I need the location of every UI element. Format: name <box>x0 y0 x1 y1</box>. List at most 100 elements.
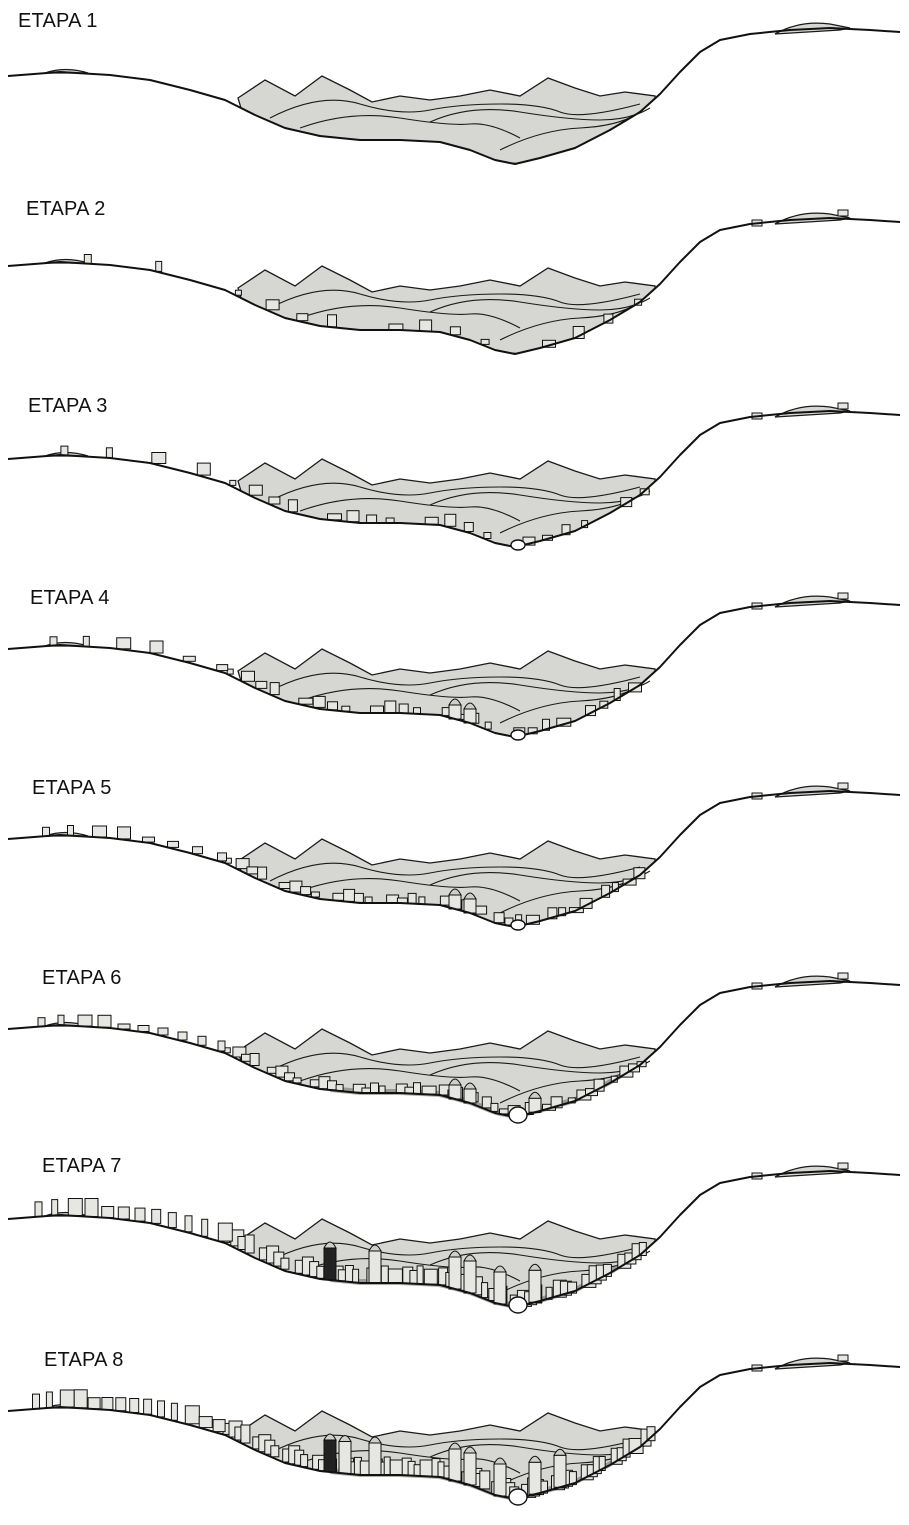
building <box>198 1036 206 1045</box>
building <box>347 511 359 522</box>
church <box>494 1272 506 1304</box>
building <box>84 255 91 264</box>
building <box>838 1163 848 1169</box>
building <box>353 1269 359 1282</box>
building <box>83 636 89 646</box>
building <box>838 210 848 216</box>
building <box>270 683 279 695</box>
building <box>218 1041 225 1051</box>
building <box>838 403 848 409</box>
building <box>197 463 210 475</box>
church <box>324 1248 336 1280</box>
building <box>414 1083 421 1094</box>
stage-6: ETAPA 6 <box>0 953 909 1143</box>
building <box>838 783 848 789</box>
building <box>185 1216 192 1232</box>
building <box>152 1209 161 1223</box>
valley-profile <box>0 573 909 763</box>
church <box>529 1462 541 1494</box>
stage-5: ETAPA 5 <box>0 763 909 953</box>
building <box>485 722 491 729</box>
building <box>213 1420 225 1432</box>
building <box>158 1401 165 1417</box>
building <box>381 1266 388 1283</box>
building <box>168 1213 176 1228</box>
building <box>371 1083 379 1093</box>
building <box>344 889 355 901</box>
building <box>299 698 313 704</box>
tunnel-opening <box>511 540 525 550</box>
building <box>317 1266 324 1278</box>
building <box>482 1283 488 1298</box>
building <box>150 641 163 653</box>
building <box>102 1207 114 1218</box>
building <box>168 841 179 847</box>
valley-profile <box>0 953 909 1143</box>
church <box>339 1442 351 1474</box>
building <box>482 1097 491 1108</box>
building <box>88 1398 100 1409</box>
building <box>313 696 325 707</box>
building <box>118 1207 129 1219</box>
valley-profile <box>0 1335 909 1525</box>
building <box>311 892 319 897</box>
building <box>106 448 112 458</box>
building <box>354 893 363 902</box>
church <box>554 1455 566 1487</box>
building <box>379 1086 385 1093</box>
building <box>301 1455 308 1467</box>
building <box>35 1202 42 1217</box>
tunnel-opening <box>511 920 525 930</box>
building <box>183 656 195 661</box>
stage-1: ETAPA 1 <box>0 0 909 190</box>
building <box>117 638 131 649</box>
building <box>420 1460 432 1476</box>
building <box>266 300 279 310</box>
building <box>52 1200 58 1216</box>
building <box>422 1086 436 1094</box>
building <box>158 1028 168 1035</box>
building <box>838 1355 848 1361</box>
building <box>258 867 267 879</box>
building <box>438 1462 444 1477</box>
building <box>417 1266 423 1284</box>
building <box>328 315 337 327</box>
building <box>178 1032 187 1040</box>
building <box>419 897 425 904</box>
building <box>328 1081 337 1090</box>
building <box>185 1406 199 1424</box>
stage-4: ETAPA 4 <box>0 573 909 763</box>
building <box>58 1015 64 1025</box>
church <box>369 1443 381 1475</box>
building <box>408 893 416 903</box>
building <box>74 1390 87 1408</box>
building <box>249 485 262 495</box>
building <box>424 1269 437 1284</box>
building <box>247 867 258 874</box>
building <box>218 1223 232 1241</box>
church <box>464 1453 476 1485</box>
valley-profile <box>0 763 909 953</box>
valley-profile <box>0 0 909 190</box>
building <box>385 701 396 713</box>
building <box>405 1087 414 1093</box>
building <box>269 497 280 504</box>
building <box>242 671 255 681</box>
building <box>60 1390 74 1407</box>
church <box>464 1261 476 1293</box>
building <box>93 826 107 837</box>
building <box>199 1417 212 1428</box>
building <box>135 1208 145 1221</box>
tunnel-opening <box>509 1489 527 1505</box>
building <box>118 827 131 839</box>
church <box>494 1464 506 1496</box>
building <box>390 1460 403 1475</box>
valley-profile <box>0 383 909 573</box>
building <box>98 1015 111 1027</box>
building <box>425 517 438 524</box>
valley-profile <box>0 1143 909 1333</box>
building <box>250 1054 259 1066</box>
building <box>152 453 166 464</box>
building <box>202 1219 208 1236</box>
church <box>369 1251 381 1283</box>
